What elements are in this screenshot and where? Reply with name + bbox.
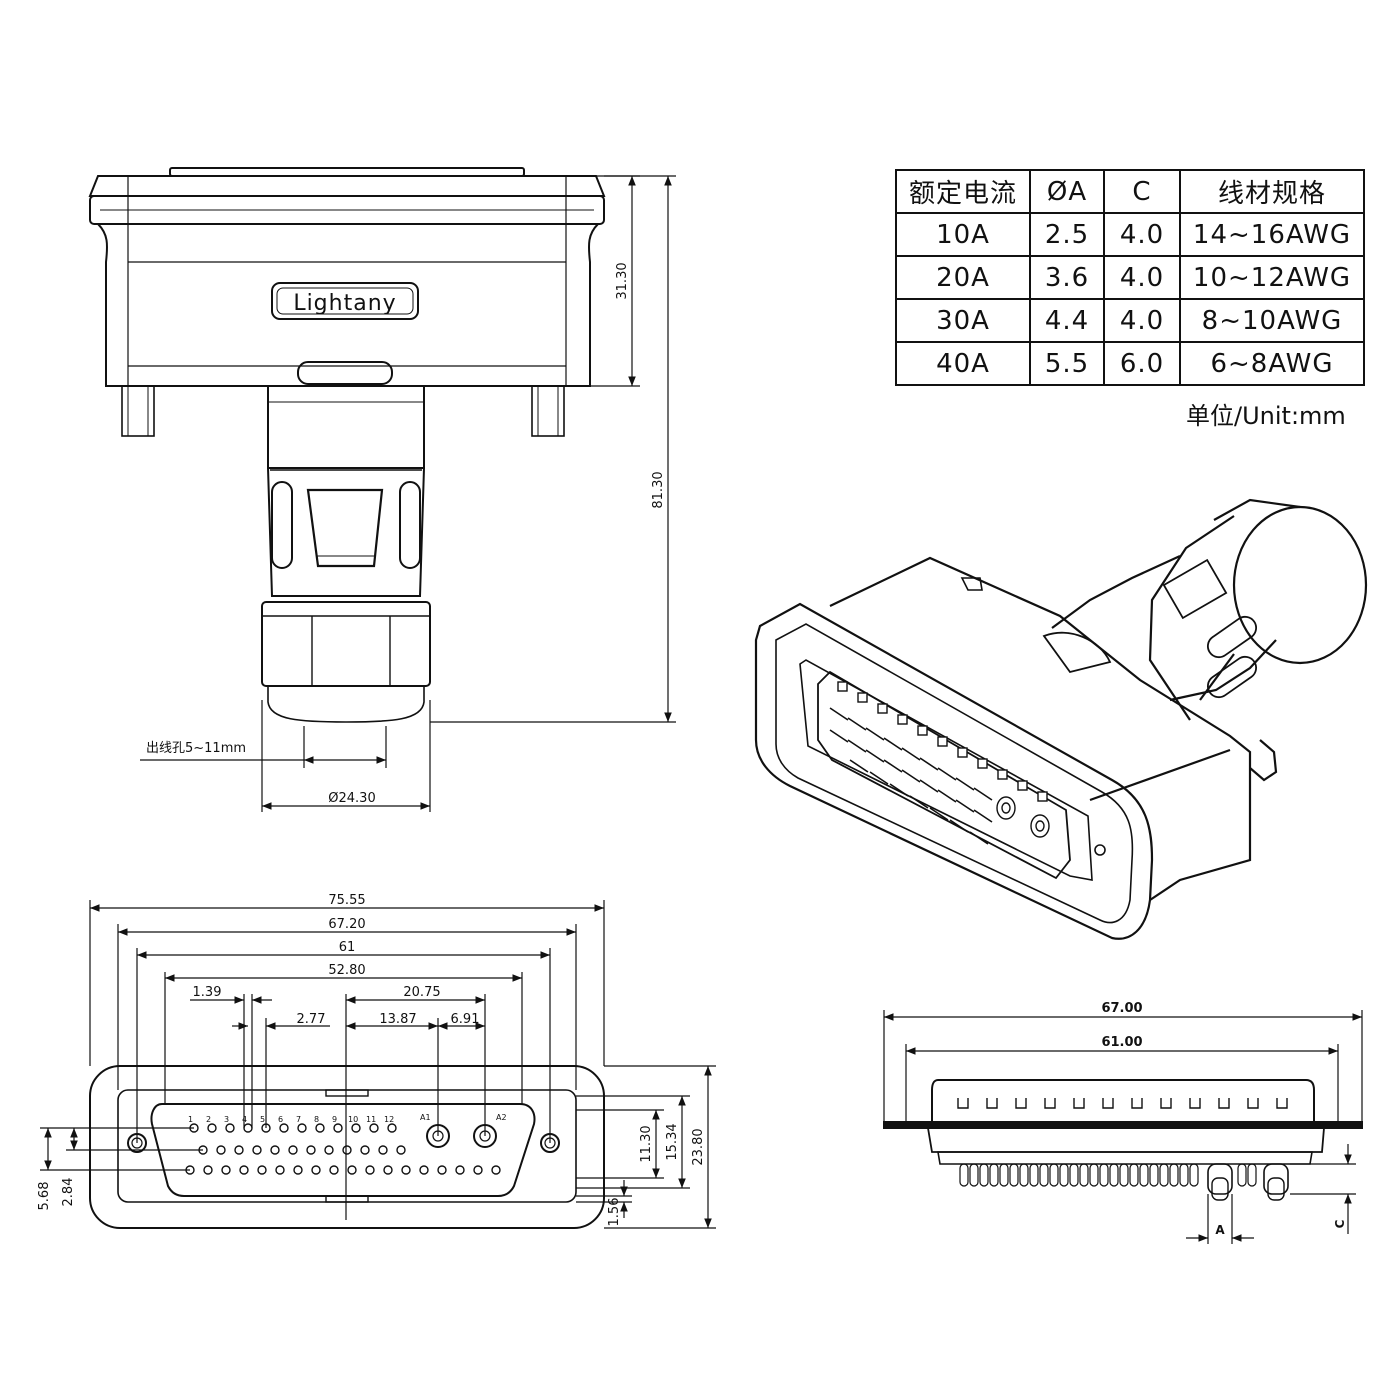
dim-1-39: 1.39 [193,985,222,1000]
table-cell: 14~16AWG [1179,212,1365,257]
front-view-contacts [185,1123,501,1175]
dim-diameter-24-30: Ø24.30 [328,791,375,806]
dim-2-77: 2.77 [297,1012,326,1027]
header-c: C [1103,169,1181,214]
table-cell: 4.0 [1103,255,1181,300]
front-view [89,1065,605,1229]
isometric-view [754,498,1368,940]
pin-label: 8 [314,1115,319,1124]
dim-23-80: 23.80 [691,1128,706,1165]
table-cell: 6~8AWG [1179,341,1365,386]
header-wire-spec: 线材规格 [1179,169,1365,214]
table-cell: 4.4 [1029,298,1105,343]
power-pin-label: A2 [496,1113,507,1122]
pin-label: 1 [188,1115,193,1124]
pin-label: 5 [260,1115,265,1124]
table-cell: 40A [895,341,1031,386]
table-row: 30A 4.4 4.0 8~10AWG [895,298,1365,343]
side-view [883,1079,1363,1165]
table-row: 10A 2.5 4.0 14~16AWG [895,212,1365,257]
table-cell: 10~12AWG [1179,255,1365,300]
dim-5-68: 5.68 [37,1182,52,1211]
cable-hole-label: 出线孔5~11mm [146,741,246,756]
label-a: A [1215,1223,1225,1237]
pin-label: 12 [384,1115,394,1124]
table-row: 20A 3.6 4.0 10~12AWG [895,255,1365,300]
dim-67-00: 67.00 [1101,1001,1142,1016]
side-view-terminals [959,1163,1289,1201]
pin-label: 11 [366,1115,376,1124]
dim-2-84: 2.84 [61,1178,76,1207]
unit-label: 单位/Unit:mm [1186,402,1346,430]
dim-67-20: 67.20 [328,917,365,932]
dim-75-55: 75.55 [328,893,365,908]
dim-61-00: 61.00 [1101,1035,1142,1050]
isometric-pins [829,681,1050,845]
table-cell: 2.5 [1029,212,1105,257]
pin-label: 10 [348,1115,358,1124]
spec-table: 额定电流 ØA C 线材规格 10A 2.5 4.0 14~16AWG 20A … [895,169,1365,386]
side-view-dimensions [883,1010,1363,1244]
dim-1-56: 1.56 [607,1198,622,1227]
label-c: C [1333,1219,1347,1228]
pin-label: 7 [296,1115,301,1124]
dim-13-87: 13.87 [379,1012,416,1027]
table-cell: 30A [895,298,1031,343]
top-view [88,167,606,723]
side-view-pins [957,1098,1288,1109]
power-pin-label: A1 [420,1113,431,1122]
header-diameter-a: ØA [1029,169,1105,214]
pin-label: 9 [332,1115,337,1124]
header-rated-current: 额定电流 [895,169,1031,214]
table-row: 40A 5.5 6.0 6~8AWG [895,341,1365,386]
dim-81-30: 81.30 [651,471,666,508]
dim-52-80: 52.80 [328,963,365,978]
table-cell: 10A [895,212,1031,257]
dim-6-91: 6.91 [451,1012,480,1027]
table-cell: 4.0 [1103,298,1181,343]
dim-20-75: 20.75 [403,985,440,1000]
pin-number-labels: 1 2 3 4 5 6 7 8 9 10 11 12 A1 A2 [188,1113,507,1124]
dim-61: 61 [339,940,356,955]
table-cell: 3.6 [1029,255,1105,300]
pin-label: 2 [206,1115,211,1124]
table-cell: 8~10AWG [1179,298,1365,343]
table-cell: 4.0 [1103,212,1181,257]
dim-31-30: 31.30 [615,262,630,299]
top-view-dimensions [140,175,676,812]
table-cell: 6.0 [1103,341,1181,386]
front-view-dimensions [40,900,716,1229]
pin-label: 3 [224,1115,229,1124]
table-cell: 5.5 [1029,341,1105,386]
brand-logo: Lightany [293,291,396,316]
pin-label: 6 [278,1115,283,1124]
dim-11-30: 11.30 [639,1125,654,1162]
dim-15-34: 15.34 [665,1123,680,1160]
table-cell: 20A [895,255,1031,300]
table-header-row: 额定电流 ØA C 线材规格 [895,169,1365,214]
